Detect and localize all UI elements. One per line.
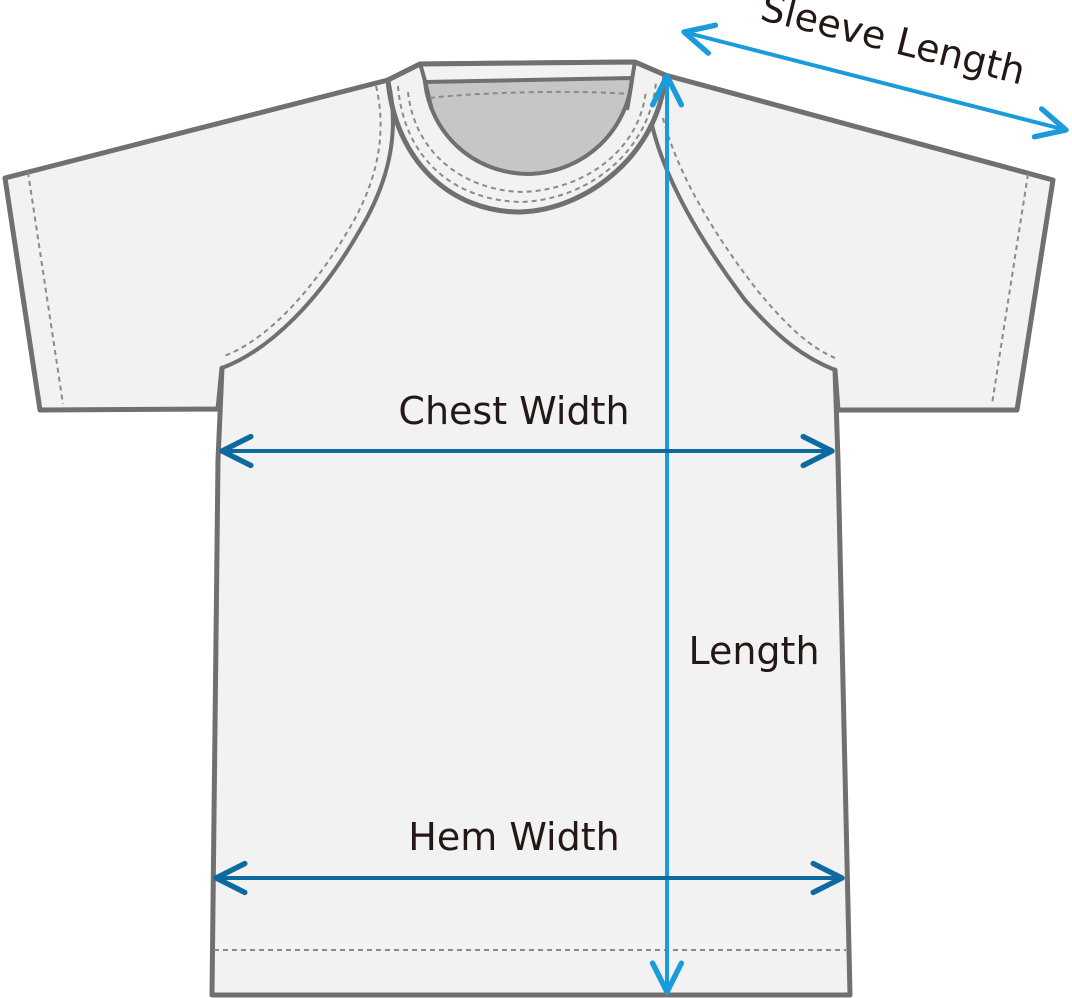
collar-stitch-inner [429,90,629,99]
raglan-seam-left [221,79,395,370]
chest-width-label: Chest Width [398,389,629,433]
left-sleeve-hem-stitch [27,171,64,405]
collar-rim [418,61,637,111]
collar-stitch-ring [407,89,647,194]
length-label: Length [688,629,819,673]
collar-inner [423,76,634,176]
tshirt-outline [2,59,1056,998]
right-sleeve-hem-stitch [991,173,1029,405]
raglan-seam-left-stitch [223,85,382,357]
sleeve-length-label: Sleeve Length [757,0,1030,93]
sleeve-length-arrow [681,22,1069,140]
hem-width-label: Hem Width [408,815,619,859]
